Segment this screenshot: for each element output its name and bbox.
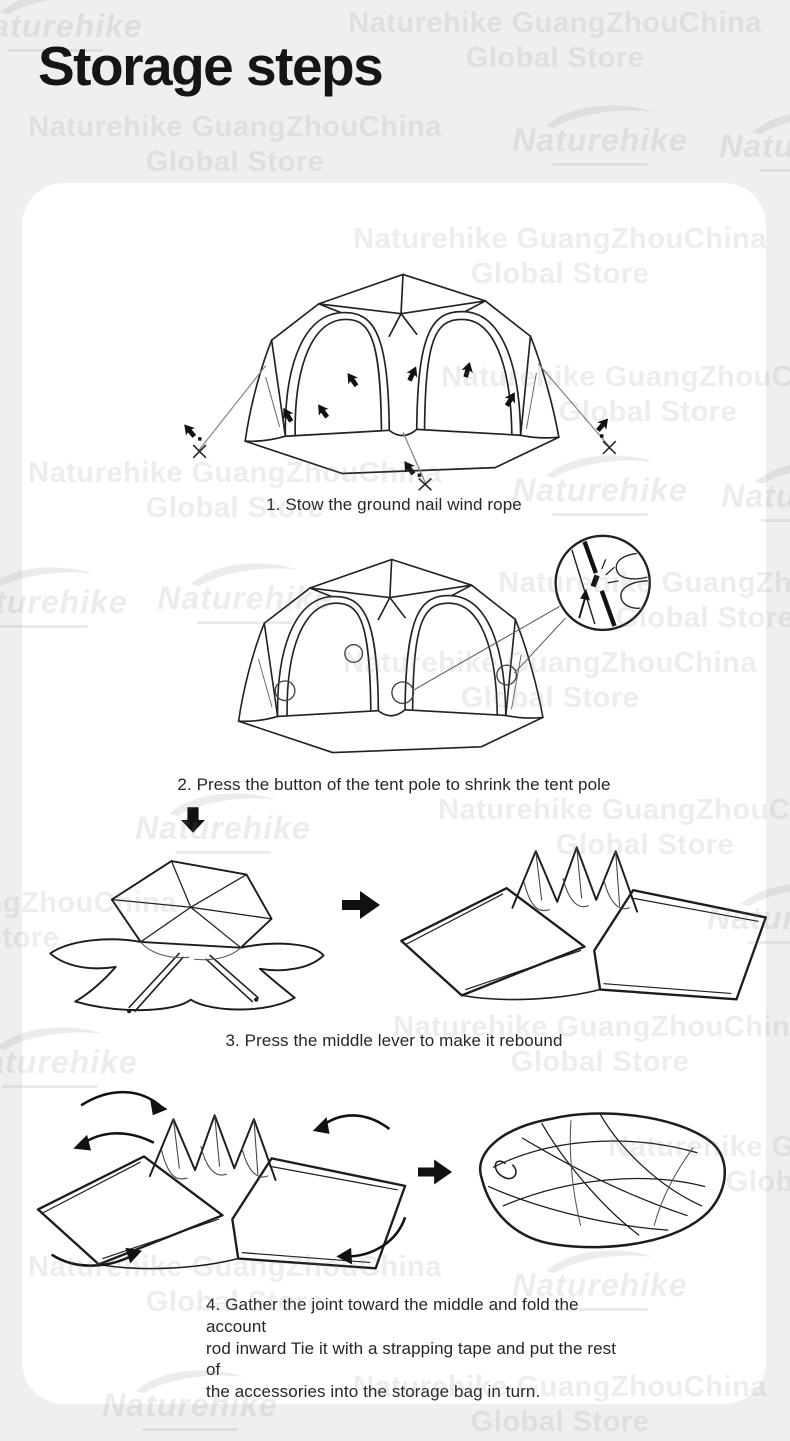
step4-caption-line: rod inward Tie it with a strapping tape … [206, 1338, 617, 1380]
fold-direction-arrows [50, 1090, 407, 1267]
down-arrow-icon [181, 806, 205, 834]
dome-tent-drawing [237, 558, 544, 754]
magnifier-detail [554, 534, 651, 632]
content-card [22, 183, 766, 1404]
step4-caption-line: the accessories into the storage bag in … [206, 1382, 541, 1401]
step1-tent-illustration [158, 248, 648, 498]
dome-tent-drawing [192, 273, 617, 491]
step2-caption: 2. Press the button of the tent pole to … [177, 775, 611, 794]
step4-bundle-illustration [452, 1080, 748, 1264]
stake-arrow-icons [179, 360, 613, 478]
fold-arrow-heads [73, 1097, 353, 1265]
step1-caption: 1. Stow the ground nail wind rope [266, 495, 522, 514]
right-arrow-icon [418, 1158, 452, 1186]
page-title: Storage steps [38, 35, 384, 97]
step3-caption: 3. Press the middle lever to make it reb… [225, 1031, 563, 1050]
pole-button-markers [274, 605, 566, 705]
step3-flattened-tent-illustration [385, 820, 785, 1010]
step4-caption-line: 4. Gather the joint toward the middle an… [206, 1295, 579, 1336]
step3-collapsed-tent-illustration [28, 838, 340, 1016]
watermark-brand-logo: Naturehike [505, 100, 695, 166]
right-arrow-icon [342, 890, 380, 920]
watermark-brand-logo: Naturehike [712, 106, 790, 172]
step2-tent-illustration [160, 526, 665, 776]
step4-caption: 4. Gather the joint toward the middle an… [206, 1294, 626, 1403]
step4-fold-illustration [24, 1072, 422, 1286]
